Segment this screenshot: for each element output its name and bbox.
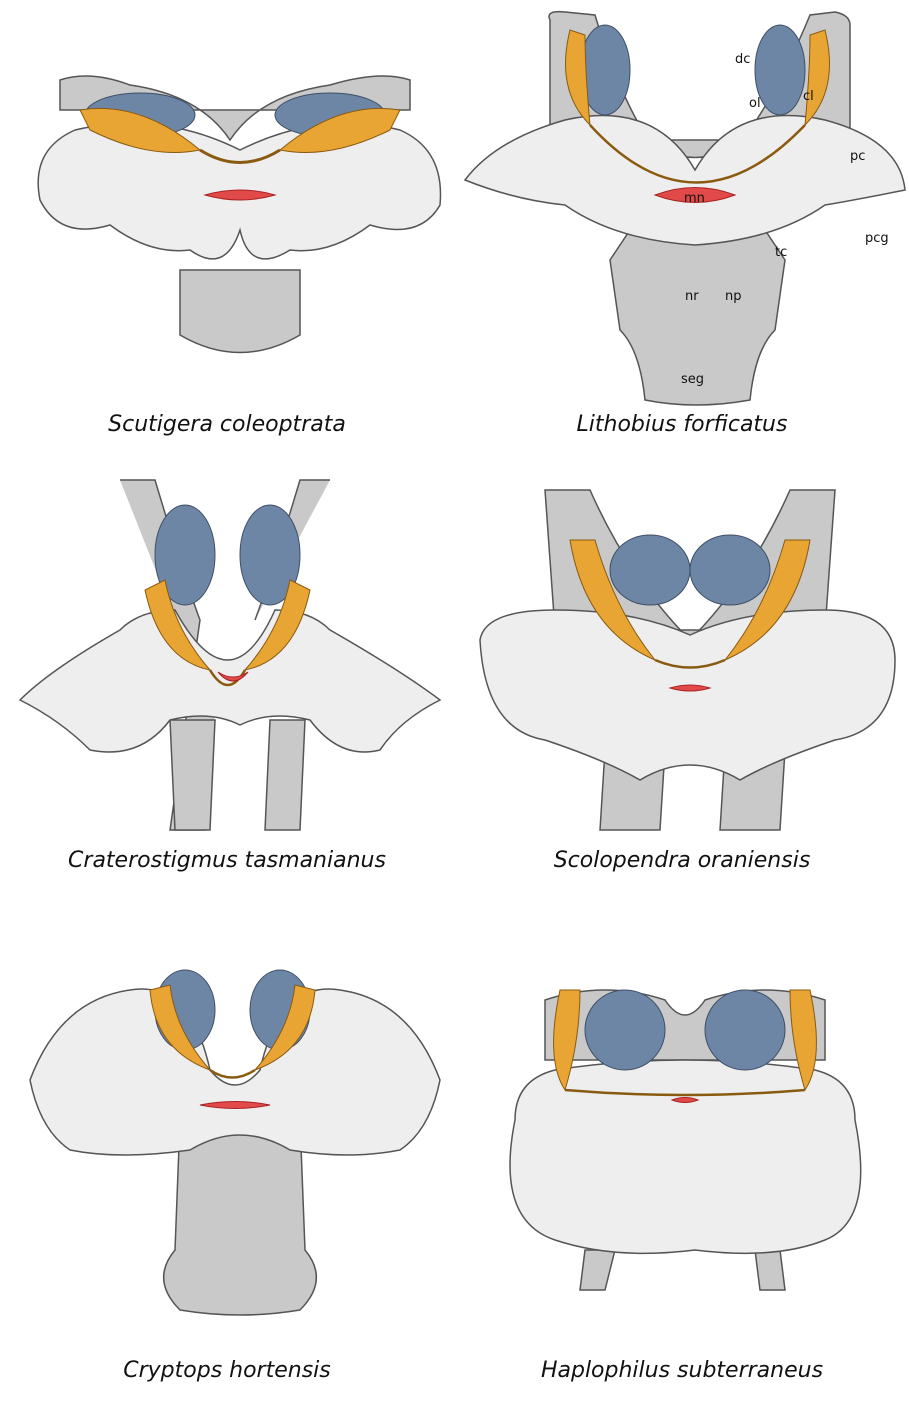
label-seg: seg	[681, 372, 704, 387]
protocerebrum	[30, 989, 440, 1155]
brain-diagram-cryptops	[0, 920, 454, 1350]
species-caption: Cryptops hortensis	[0, 1358, 454, 1383]
label-tc: tc	[775, 245, 787, 260]
species-caption: Scolopendra oraniensis	[455, 848, 909, 873]
panel-lithobius: dc ol cl pc mn pcg tc nr np seg Lithobiu…	[455, 0, 909, 460]
protocerebrum	[480, 610, 895, 780]
label-dc: dc	[735, 52, 750, 67]
brain-diagram-scolopendra	[455, 460, 909, 840]
protocerebrum	[465, 116, 905, 245]
label-pc: pc	[850, 149, 865, 164]
panel-craterostigmus: Craterostigmus tasmanianus	[0, 460, 454, 920]
brain-diagram-haplophilus	[455, 920, 909, 1350]
label-np: np	[725, 289, 742, 304]
olfactory-lobe-right	[690, 535, 770, 605]
panel-haplophilus: Haplophilus subterraneus	[455, 920, 909, 1405]
brain-diagram-scutigera	[0, 0, 454, 400]
olfactory-lobe-right	[705, 990, 785, 1070]
connectives	[580, 1250, 785, 1290]
label-cl: cl	[803, 89, 814, 104]
suboesophageal-ganglion	[180, 270, 300, 353]
species-caption: Lithobius forficatus	[455, 412, 909, 437]
brain-diagram-lithobius: dc ol cl pc mn pcg tc nr np seg	[455, 0, 909, 410]
species-caption: Craterostigmus tasmanianus	[0, 848, 454, 873]
panel-cryptops: Cryptops hortensis	[0, 920, 454, 1405]
label-pcg: pcg	[865, 231, 889, 246]
brain-diagram-craterostigmus	[0, 460, 454, 840]
species-caption: Scutigera coleoptrata	[0, 412, 454, 437]
protocerebrum	[510, 1060, 861, 1253]
olfactory-lobe-right	[755, 25, 805, 115]
panel-scutigera: Scutigera coleoptrata	[0, 0, 454, 460]
label-mn: mn	[684, 191, 705, 206]
panel-scolopendra: Scolopendra oraniensis	[455, 460, 909, 920]
median-nucleus	[672, 1098, 698, 1103]
species-caption: Haplophilus subterraneus	[455, 1358, 909, 1383]
olfactory-lobe-left	[585, 990, 665, 1070]
label-ol: ol	[749, 96, 761, 111]
olfactory-lobe-left	[610, 535, 690, 605]
label-nr: nr	[685, 289, 699, 304]
connectives	[170, 720, 305, 830]
